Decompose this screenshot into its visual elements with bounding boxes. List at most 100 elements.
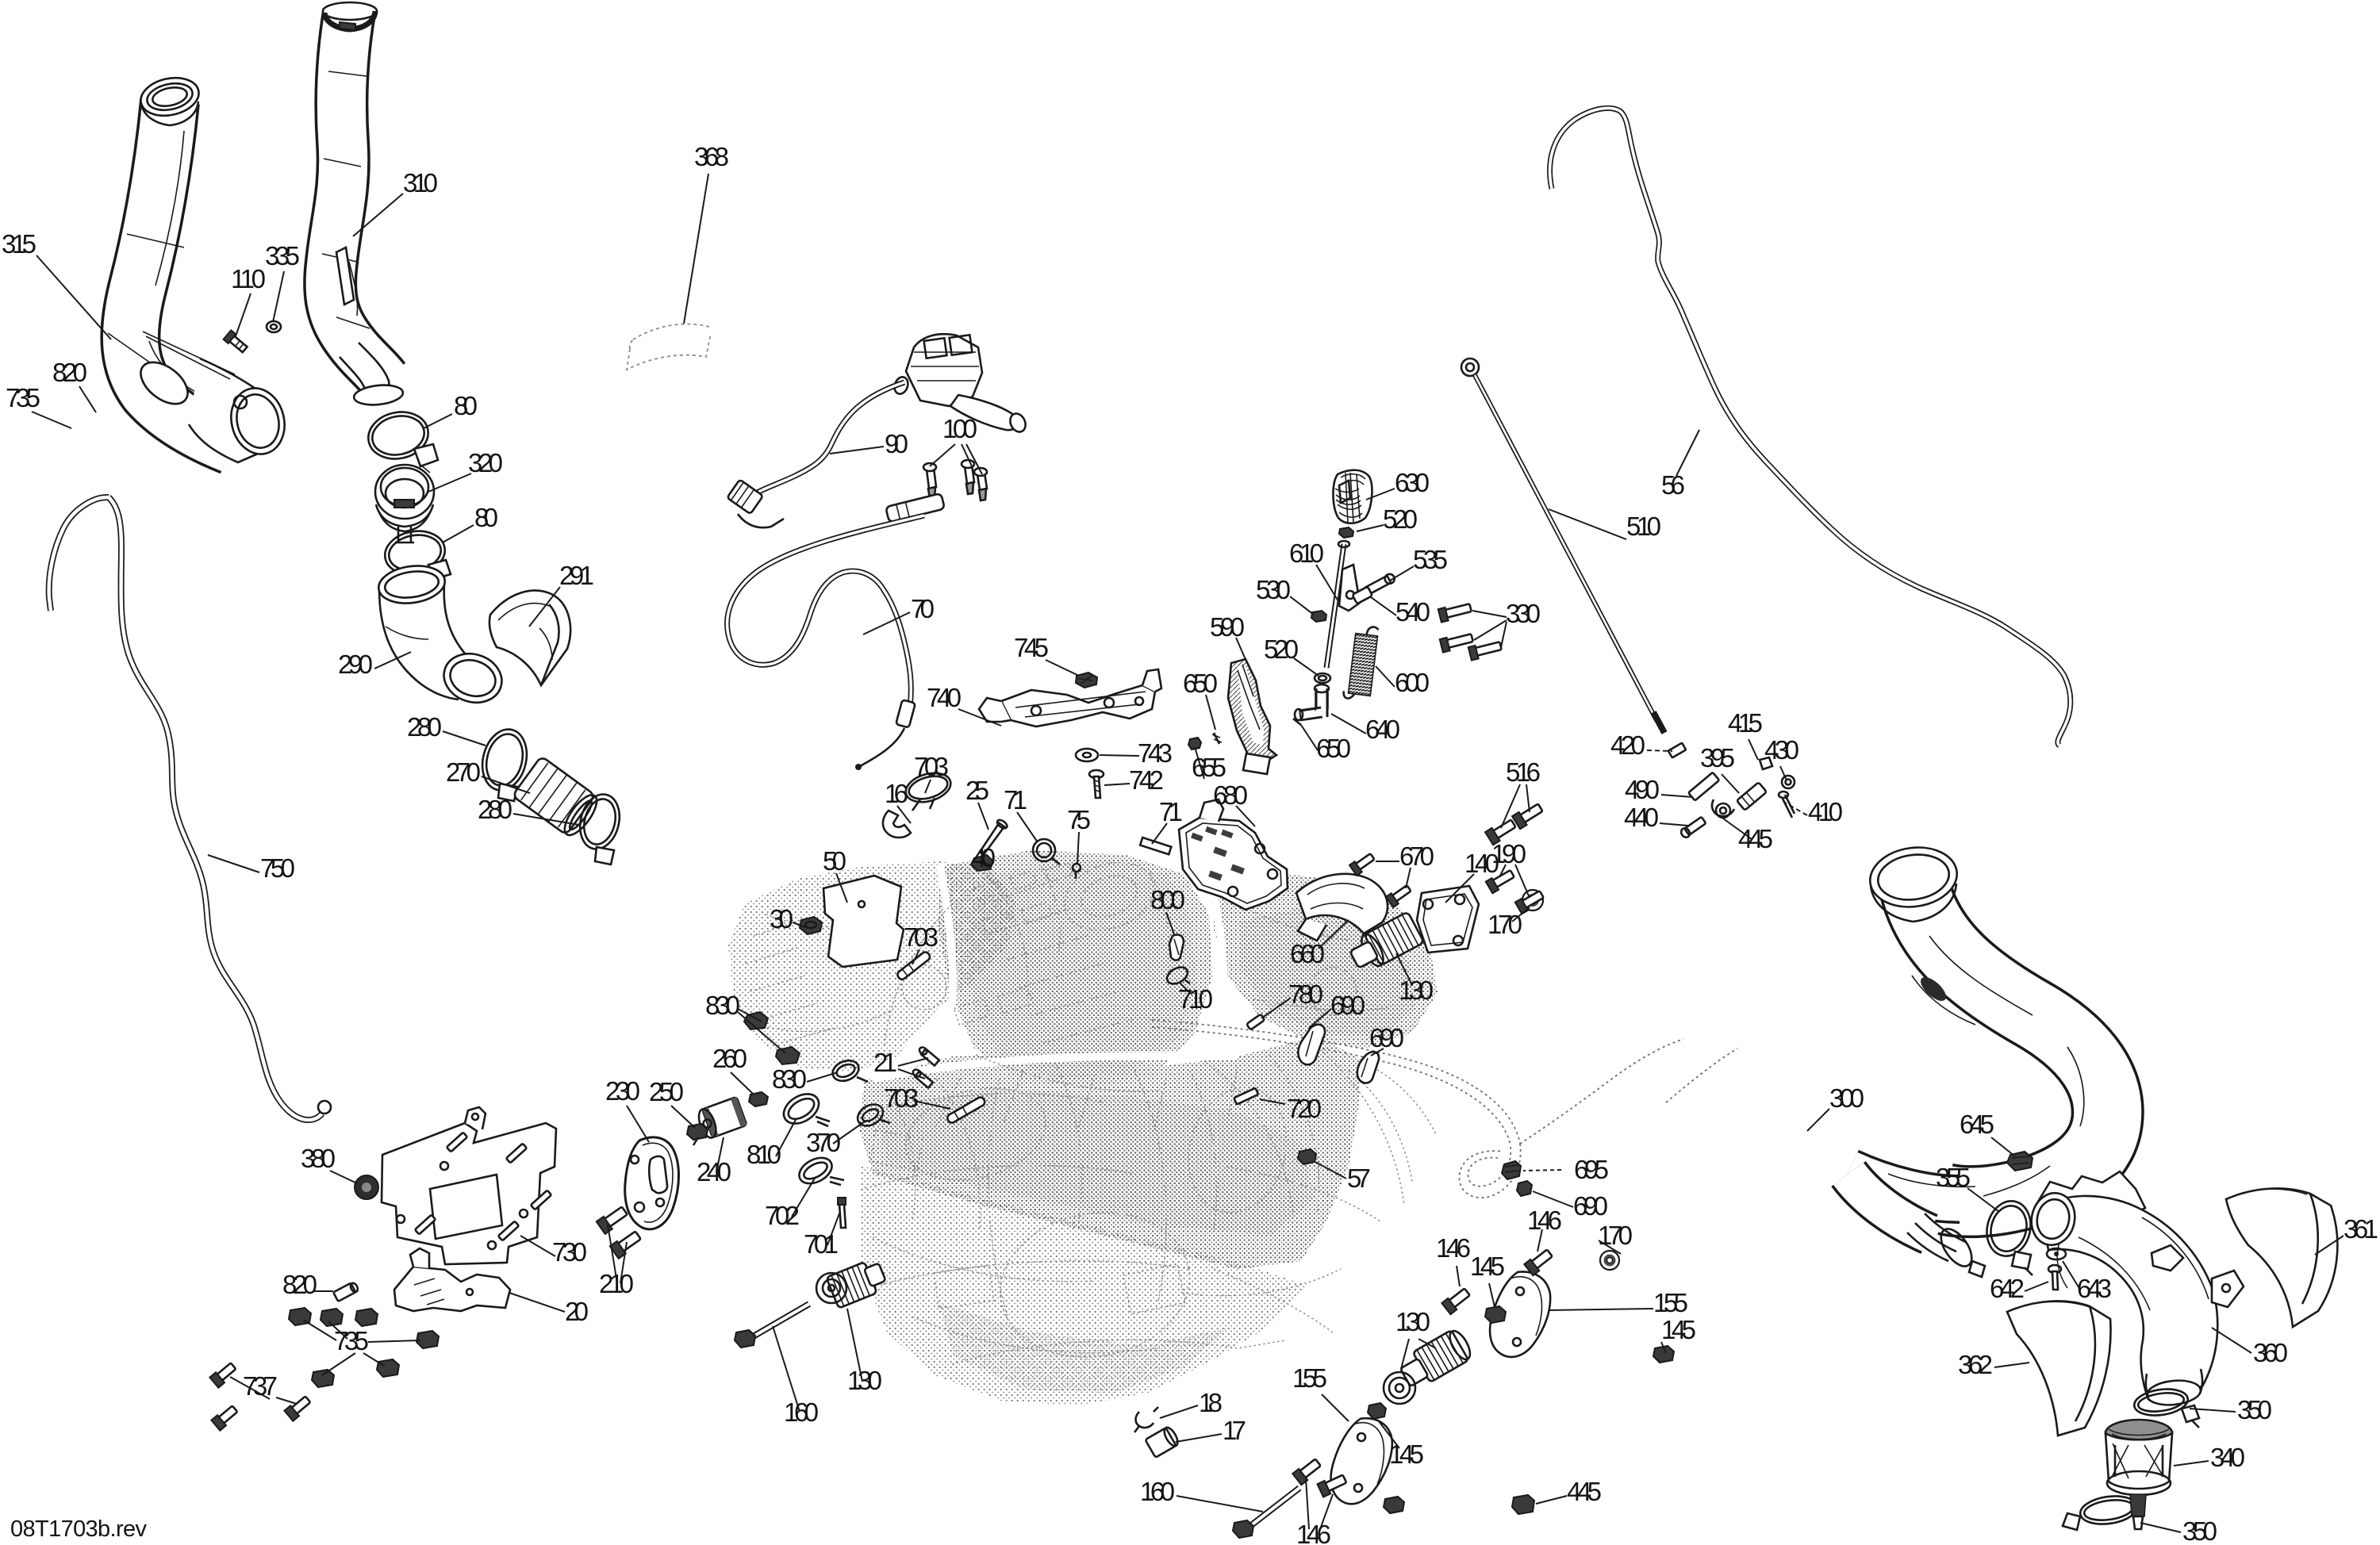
- svg-text:645: 645: [1960, 1110, 1994, 1139]
- svg-text:800: 800: [1150, 885, 1185, 914]
- svg-text:745: 745: [1014, 633, 1049, 662]
- svg-text:160: 160: [1140, 1477, 1175, 1506]
- svg-text:350: 350: [2182, 1516, 2217, 1545]
- svg-text:520: 520: [1264, 634, 1299, 664]
- svg-text:650: 650: [1316, 734, 1351, 763]
- svg-text:310: 310: [403, 168, 438, 197]
- svg-text:145: 145: [1389, 1440, 1424, 1469]
- svg-text:280: 280: [478, 795, 512, 824]
- svg-text:300: 300: [1829, 1083, 1864, 1113]
- svg-text:490: 490: [1625, 775, 1660, 804]
- svg-text:315: 315: [2, 229, 36, 259]
- svg-text:71: 71: [1004, 785, 1027, 815]
- svg-text:335: 335: [265, 241, 300, 270]
- svg-text:80: 80: [454, 391, 478, 420]
- svg-text:40: 40: [972, 843, 996, 872]
- svg-text:440: 440: [1624, 803, 1659, 832]
- svg-text:155: 155: [1292, 1363, 1327, 1393]
- svg-text:361: 361: [2344, 1214, 2378, 1244]
- svg-text:810: 810: [747, 1140, 781, 1169]
- svg-text:430: 430: [1764, 735, 1799, 765]
- svg-text:210: 210: [599, 1269, 634, 1298]
- svg-text:660: 660: [1290, 939, 1325, 968]
- svg-text:370: 370: [806, 1128, 841, 1157]
- svg-text:690: 690: [1573, 1191, 1608, 1221]
- svg-text:30: 30: [770, 904, 793, 934]
- svg-text:643: 643: [2077, 1274, 2112, 1303]
- svg-text:130: 130: [847, 1366, 882, 1395]
- svg-text:75: 75: [1067, 805, 1091, 834]
- svg-text:535: 535: [1413, 545, 1448, 574]
- svg-text:690: 690: [1369, 1023, 1404, 1052]
- svg-text:350: 350: [2237, 1395, 2272, 1424]
- svg-text:780: 780: [1288, 980, 1323, 1009]
- svg-text:362: 362: [1958, 1350, 1993, 1379]
- svg-text:590: 590: [1210, 612, 1245, 642]
- svg-text:290: 290: [338, 650, 373, 679]
- svg-text:695: 695: [1574, 1155, 1609, 1184]
- svg-text:730: 730: [552, 1237, 587, 1267]
- svg-text:743: 743: [1138, 738, 1173, 768]
- svg-text:600: 600: [1395, 668, 1430, 697]
- svg-text:710: 710: [1178, 984, 1213, 1014]
- svg-text:830: 830: [705, 991, 740, 1020]
- svg-text:740: 740: [927, 683, 962, 712]
- svg-text:630: 630: [1395, 468, 1430, 497]
- svg-text:80: 80: [474, 503, 498, 532]
- svg-text:642: 642: [1990, 1274, 2025, 1303]
- svg-text:250: 250: [649, 1077, 684, 1106]
- svg-text:701: 701: [804, 1229, 839, 1259]
- svg-text:360: 360: [2253, 1338, 2288, 1367]
- svg-text:670: 670: [1399, 842, 1434, 871]
- svg-text:703: 703: [914, 752, 949, 781]
- svg-text:702: 702: [765, 1201, 800, 1230]
- svg-text:146: 146: [1527, 1206, 1562, 1235]
- svg-text:146: 146: [1296, 1520, 1331, 1545]
- svg-text:820: 820: [282, 1270, 317, 1299]
- svg-text:735: 735: [6, 383, 40, 412]
- svg-text:50: 50: [823, 846, 846, 876]
- svg-text:90: 90: [885, 429, 908, 458]
- svg-text:742: 742: [1129, 765, 1164, 795]
- svg-text:130: 130: [1399, 976, 1434, 1005]
- svg-text:445: 445: [1738, 824, 1773, 853]
- svg-text:340: 340: [2210, 1443, 2245, 1472]
- svg-text:640: 640: [1365, 715, 1400, 744]
- svg-text:71: 71: [1159, 797, 1183, 826]
- svg-text:530: 530: [1256, 575, 1291, 604]
- svg-text:690: 690: [1330, 991, 1365, 1020]
- svg-text:160: 160: [784, 1397, 819, 1427]
- svg-text:720: 720: [1287, 1094, 1322, 1123]
- svg-text:260: 260: [712, 1044, 747, 1073]
- svg-text:145: 145: [1470, 1252, 1505, 1281]
- svg-text:110: 110: [231, 264, 266, 293]
- svg-text:655: 655: [1192, 753, 1226, 782]
- svg-text:703: 703: [904, 922, 939, 952]
- svg-text:410: 410: [1808, 797, 1843, 826]
- svg-text:70: 70: [911, 594, 935, 623]
- svg-text:610: 610: [1289, 539, 1324, 568]
- svg-text:21: 21: [873, 1048, 897, 1077]
- svg-text:280: 280: [407, 712, 442, 742]
- svg-text:830: 830: [772, 1064, 807, 1094]
- svg-text:750: 750: [260, 853, 295, 883]
- svg-text:703: 703: [884, 1083, 919, 1113]
- svg-text:291: 291: [559, 561, 594, 590]
- svg-text:270: 270: [446, 757, 481, 787]
- svg-text:355: 355: [1936, 1163, 1971, 1192]
- svg-text:17: 17: [1223, 1416, 1246, 1445]
- svg-text:735: 735: [334, 1326, 369, 1355]
- svg-text:16: 16: [885, 779, 908, 808]
- svg-text:25: 25: [965, 776, 989, 805]
- svg-text:737: 737: [243, 1371, 278, 1401]
- svg-text:08T1703b.rev: 08T1703b.rev: [10, 1516, 148, 1542]
- svg-text:320: 320: [468, 448, 503, 477]
- svg-text:146: 146: [1436, 1233, 1471, 1263]
- svg-text:190: 190: [1491, 839, 1526, 868]
- svg-text:145: 145: [1661, 1315, 1696, 1344]
- svg-text:240: 240: [697, 1157, 731, 1187]
- svg-text:100: 100: [942, 414, 977, 443]
- svg-text:516: 516: [1506, 757, 1541, 787]
- svg-text:395: 395: [1700, 743, 1735, 772]
- svg-text:170: 170: [1488, 910, 1522, 939]
